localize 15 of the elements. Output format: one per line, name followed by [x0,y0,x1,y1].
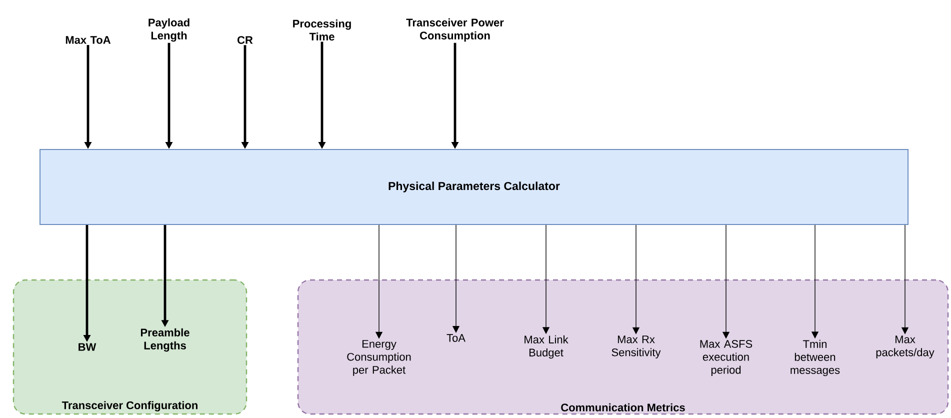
output-label: Max Link Budget [524,335,568,359]
input-label: Payload Length [148,18,190,42]
calculator-box: Physical Parameters Calculator [40,149,908,225]
output-label: ToA [446,334,466,342]
input-label: Processing Time [293,19,351,41]
output-label: Max packets/day [876,336,934,358]
input-label: Max ToA [66,36,111,44]
output-label: Tmin between messages [790,340,840,376]
output-label: Energy Consumption per Packet [347,340,411,376]
output-label: Max Rx Sensitivity [612,336,661,358]
output-label: Max ASFS execution period [700,340,752,376]
output-label: Preamble Lengths [140,328,190,352]
input-label: CR [238,36,253,44]
output-label: BW [78,343,96,351]
input-label: Transceiver Power Consumption [406,18,504,42]
